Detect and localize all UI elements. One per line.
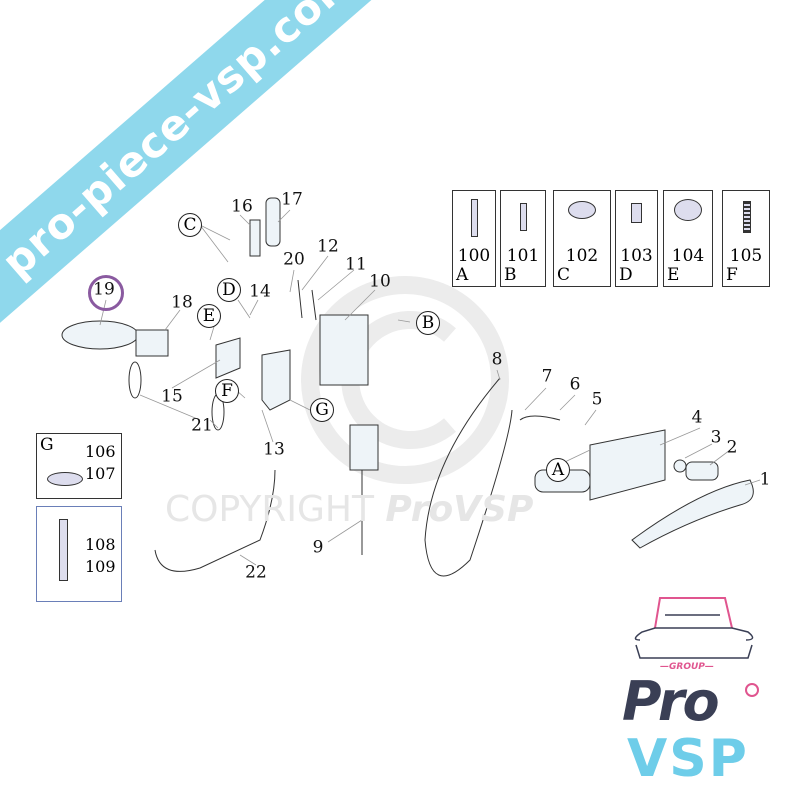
fastener-number: 104	[671, 246, 705, 266]
part-label-17: 17	[281, 189, 303, 210]
part-18-cover	[135, 329, 169, 357]
fastener-letter: F	[726, 265, 738, 285]
pin-icon	[59, 519, 68, 581]
part-label-10: 10	[369, 271, 391, 292]
flange-nut-icon	[568, 201, 596, 219]
part-label-1: 1	[759, 469, 771, 490]
part-21-strap	[128, 361, 142, 399]
part-2-cap	[685, 461, 719, 481]
side-box-number: 108	[85, 535, 116, 554]
part-label-9: 9	[312, 537, 324, 558]
screw-icon	[631, 203, 642, 223]
part-label-22: 22	[245, 562, 267, 583]
part-label-8: 8	[491, 349, 503, 370]
fastener-number: 103	[620, 246, 653, 266]
part-16-striker	[249, 219, 261, 257]
part-label-13: 13	[263, 439, 285, 460]
highlight-circle-icon	[88, 275, 124, 311]
fastener-letter: C	[557, 265, 571, 285]
logo-group-text: —GROUP—	[660, 662, 714, 672]
fastener-ref-f: F	[215, 379, 239, 403]
part-label-21: 21	[191, 415, 213, 436]
fastener-number: 100	[457, 246, 491, 266]
fastener-letter: D	[619, 265, 633, 285]
fastener-letter: B	[504, 265, 517, 285]
logo-vsp-text: VSP	[627, 729, 749, 789]
part-11-12-springs	[297, 279, 317, 321]
part-13-frame	[261, 349, 291, 411]
fastener-box-d: 103 D	[615, 190, 658, 287]
copyright-text: COPYRIGHT	[165, 489, 374, 530]
part-3-seal	[673, 459, 687, 473]
part-15-bracket	[215, 337, 241, 379]
part-22-rod	[154, 469, 276, 572]
part-label-4: 4	[691, 407, 703, 428]
fastener-ref-e: E	[197, 304, 221, 328]
fastener-number: 101	[506, 246, 540, 266]
part-17-pad	[265, 197, 281, 247]
part-label-11: 11	[345, 254, 367, 275]
part-label-16: 16	[231, 196, 253, 217]
side-box-number: 107	[85, 464, 116, 483]
part-8-cable	[424, 377, 513, 577]
fastener-number: 102	[565, 246, 599, 266]
logo-pro-text: Pro	[622, 670, 720, 733]
fastener-box-c: 102 C	[553, 190, 611, 287]
fastener-ref-g: G	[310, 398, 334, 422]
part-label-6: 6	[569, 374, 581, 395]
fastener-letter: A	[456, 265, 469, 285]
fastener-ref-d: D	[217, 278, 241, 302]
side-box-letter: G	[40, 435, 54, 455]
part-9-actuator	[349, 424, 379, 471]
part-label-20: 20	[283, 249, 305, 270]
fastener-ref-c: C	[178, 213, 202, 237]
part-10-lock	[319, 314, 369, 386]
fastener-ref-b: B	[416, 311, 440, 335]
side-box-pin: 108 109	[36, 506, 122, 602]
fastener-box-b: 101 B	[500, 190, 546, 287]
part-label-19: 19	[93, 279, 115, 300]
part-label-3: 3	[710, 427, 722, 448]
part-label-12: 12	[317, 236, 339, 257]
fastener-ref-a: A	[546, 458, 570, 482]
side-box-number: 106	[85, 442, 116, 461]
fastener-box-f: 105 F	[722, 190, 770, 287]
fastener-letter: E	[667, 265, 680, 285]
part-label-5: 5	[591, 389, 603, 410]
brand-watermark-text: ProVSP	[385, 489, 534, 530]
tapping-screw-icon	[743, 201, 751, 233]
side-box-g: G 106 107	[36, 433, 122, 499]
part-7-rod	[519, 415, 561, 421]
fastener-number: 105	[729, 246, 763, 266]
bolt-icon	[471, 199, 478, 237]
part-label-15: 15	[161, 386, 183, 407]
part-label-7: 7	[541, 366, 553, 387]
part-1-exterior-handle	[631, 479, 754, 549]
part-label-18: 18	[171, 292, 193, 313]
push-clip-icon	[674, 199, 702, 221]
grommet-icon	[47, 472, 83, 486]
rivet-icon	[520, 203, 527, 231]
part-label-14: 14	[249, 281, 271, 302]
side-box-number: 109	[85, 557, 116, 576]
part-label-2: 2	[726, 437, 738, 458]
fastener-box-e: 104 E	[663, 190, 713, 287]
fastener-box-a: 100 A	[452, 190, 496, 287]
copyright-watermark: COPYRIGHT ProVSP	[165, 492, 533, 528]
